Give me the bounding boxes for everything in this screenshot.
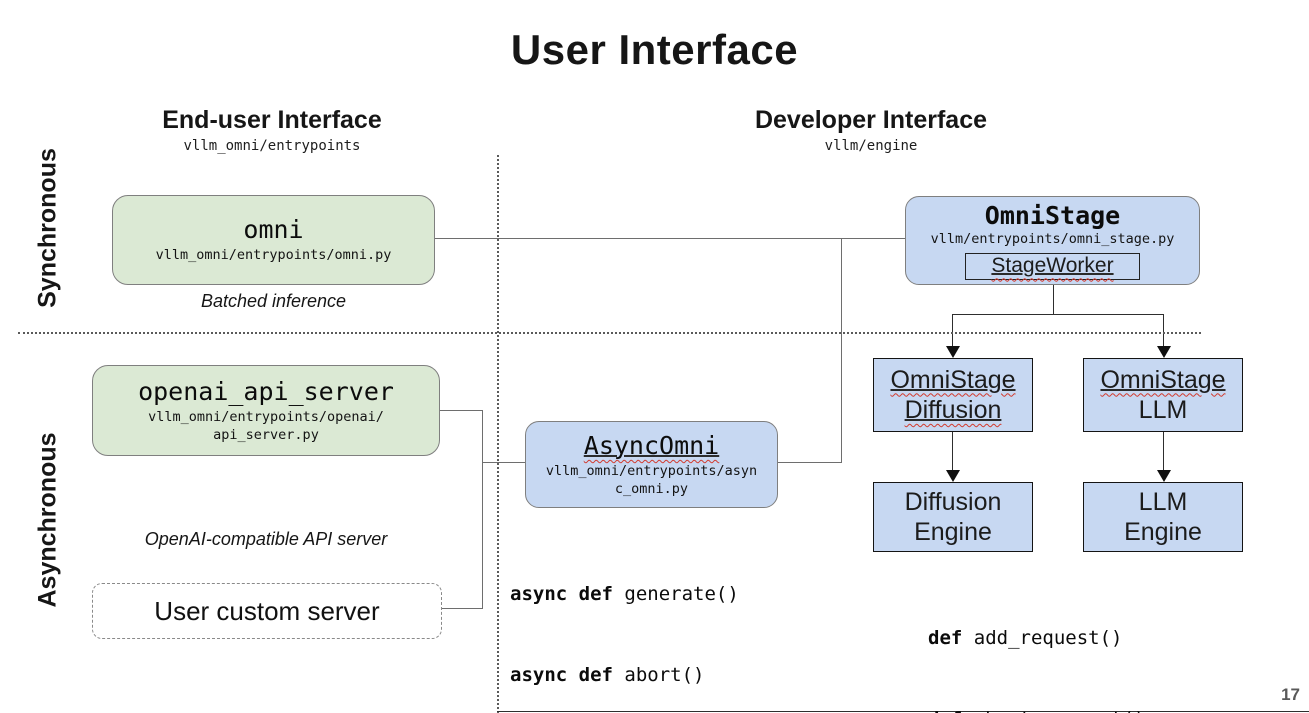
llm-engine-box: LLM Engine: [1083, 482, 1243, 552]
connector-openai-right: [440, 410, 483, 411]
connector-arrow-stem-diffusion: [952, 314, 953, 347]
omni-box-title: omni: [243, 215, 304, 245]
connector-arrow-stem-llm-engine: [1163, 432, 1164, 471]
row-label-synchronous: Synchronous: [33, 148, 62, 308]
user-custom-server-label: User custom server: [154, 595, 380, 626]
omni-stage-llm-box: OmniStage LLM: [1083, 358, 1243, 432]
omni-box: omni vllm_omni/entrypoints/omni.py: [112, 195, 435, 285]
arrowhead-to-llm-engine: [1157, 470, 1171, 482]
async-omni-path: vllm_omni/entrypoints/asyn c_omni.py: [545, 462, 758, 497]
divider-sync-async: [18, 332, 1201, 334]
omni-stage-title: OmniStage: [984, 201, 1121, 231]
code-line-generate: async def generate(): [510, 583, 739, 605]
connector-left-vertical: [482, 410, 483, 609]
code-line-add-request: def add_request(): [928, 627, 1123, 649]
row-label-asynchronous: Asynchronous: [33, 432, 62, 608]
divider-enduser-developer: [497, 155, 499, 713]
arrowhead-to-omnistage-diffusion: [946, 346, 960, 358]
def-code-block: def add_request() def abort_request() de…: [928, 571, 1145, 713]
developer-interface-subtitle: vllm/engine: [824, 138, 918, 154]
llm-engine-line1: LLM: [1138, 487, 1188, 516]
arrowhead-to-diffusion-engine: [946, 470, 960, 482]
openai-api-server-title: openai_api_server: [138, 376, 394, 406]
async-code-block: async def generate() async def abort() +…: [510, 527, 785, 713]
omni-stage-llm-line1: OmniStage: [1100, 365, 1226, 394]
connector-arrow-stem-diffusion-engine: [952, 432, 953, 471]
diffusion-engine-box: Diffusion Engine: [873, 482, 1033, 552]
end-user-interface-title: End-user Interface: [162, 106, 382, 134]
omni-stage-llm-line2: LLM: [1138, 396, 1188, 424]
diffusion-engine-line1: Diffusion: [904, 487, 1002, 516]
developer-interface-title: Developer Interface: [754, 106, 988, 134]
omni-stage-path: vllm/entrypoints/omni_stage.py: [930, 231, 1175, 248]
llm-engine-line2: Engine: [1124, 518, 1202, 546]
page-title: User Interface: [510, 26, 799, 73]
page-number: 17: [1281, 685, 1300, 704]
diffusion-engine-line2: Engine: [914, 518, 992, 546]
arrowhead-to-omnistage-llm: [1157, 346, 1171, 358]
column-header-developer: Developer Interface vllm/engine: [671, 106, 1071, 154]
omni-box-path: vllm_omni/entrypoints/omni.py: [155, 247, 392, 264]
batched-inference-caption: Batched inference: [200, 291, 347, 311]
column-header-end-user: End-user Interface vllm_omni/entrypoints: [72, 106, 472, 154]
omni-stage-diffusion-box: OmniStage Diffusion: [873, 358, 1033, 432]
omni-stage-box: OmniStage vllm/entrypoints/omni_stage.py…: [905, 196, 1200, 285]
async-omni-box: AsyncOmni vllm_omni/entrypoints/asyn c_o…: [525, 421, 778, 508]
connector-omni-to-omnistage: [435, 238, 905, 239]
connector-asyncomni-right: [778, 462, 842, 463]
openai-compatible-caption: OpenAI-compatible API server: [144, 529, 388, 549]
stage-worker-label: StageWorker: [991, 254, 1114, 278]
connector-asyncomni-left: [482, 462, 526, 463]
stage-worker-box: StageWorker: [965, 252, 1140, 280]
openai-api-server-path: vllm_omni/entrypoints/openai/ api_server…: [148, 408, 384, 443]
connector-customserver-right: [440, 608, 483, 609]
omni-stage-diffusion-line1: OmniStage: [890, 365, 1016, 394]
openai-api-server-box: openai_api_server vllm_omni/entrypoints/…: [92, 365, 440, 456]
omni-stage-diffusion-line2: Diffusion: [904, 396, 1002, 424]
user-custom-server-box: User custom server: [92, 583, 442, 639]
end-user-interface-subtitle: vllm_omni/entrypoints: [183, 138, 361, 154]
code-line-abort: async def abort(): [510, 664, 705, 686]
connector-tree-horizontal: [952, 314, 1164, 315]
bottom-edge-line: [497, 711, 1309, 712]
connector-arrow-stem-llm: [1163, 314, 1164, 347]
connector-stageworker-stem: [1053, 279, 1054, 315]
code-line-abort-request: def abort_request(): [928, 706, 1145, 713]
async-omni-title: AsyncOmni: [583, 430, 720, 460]
connector-branch-vertical: [841, 238, 842, 463]
